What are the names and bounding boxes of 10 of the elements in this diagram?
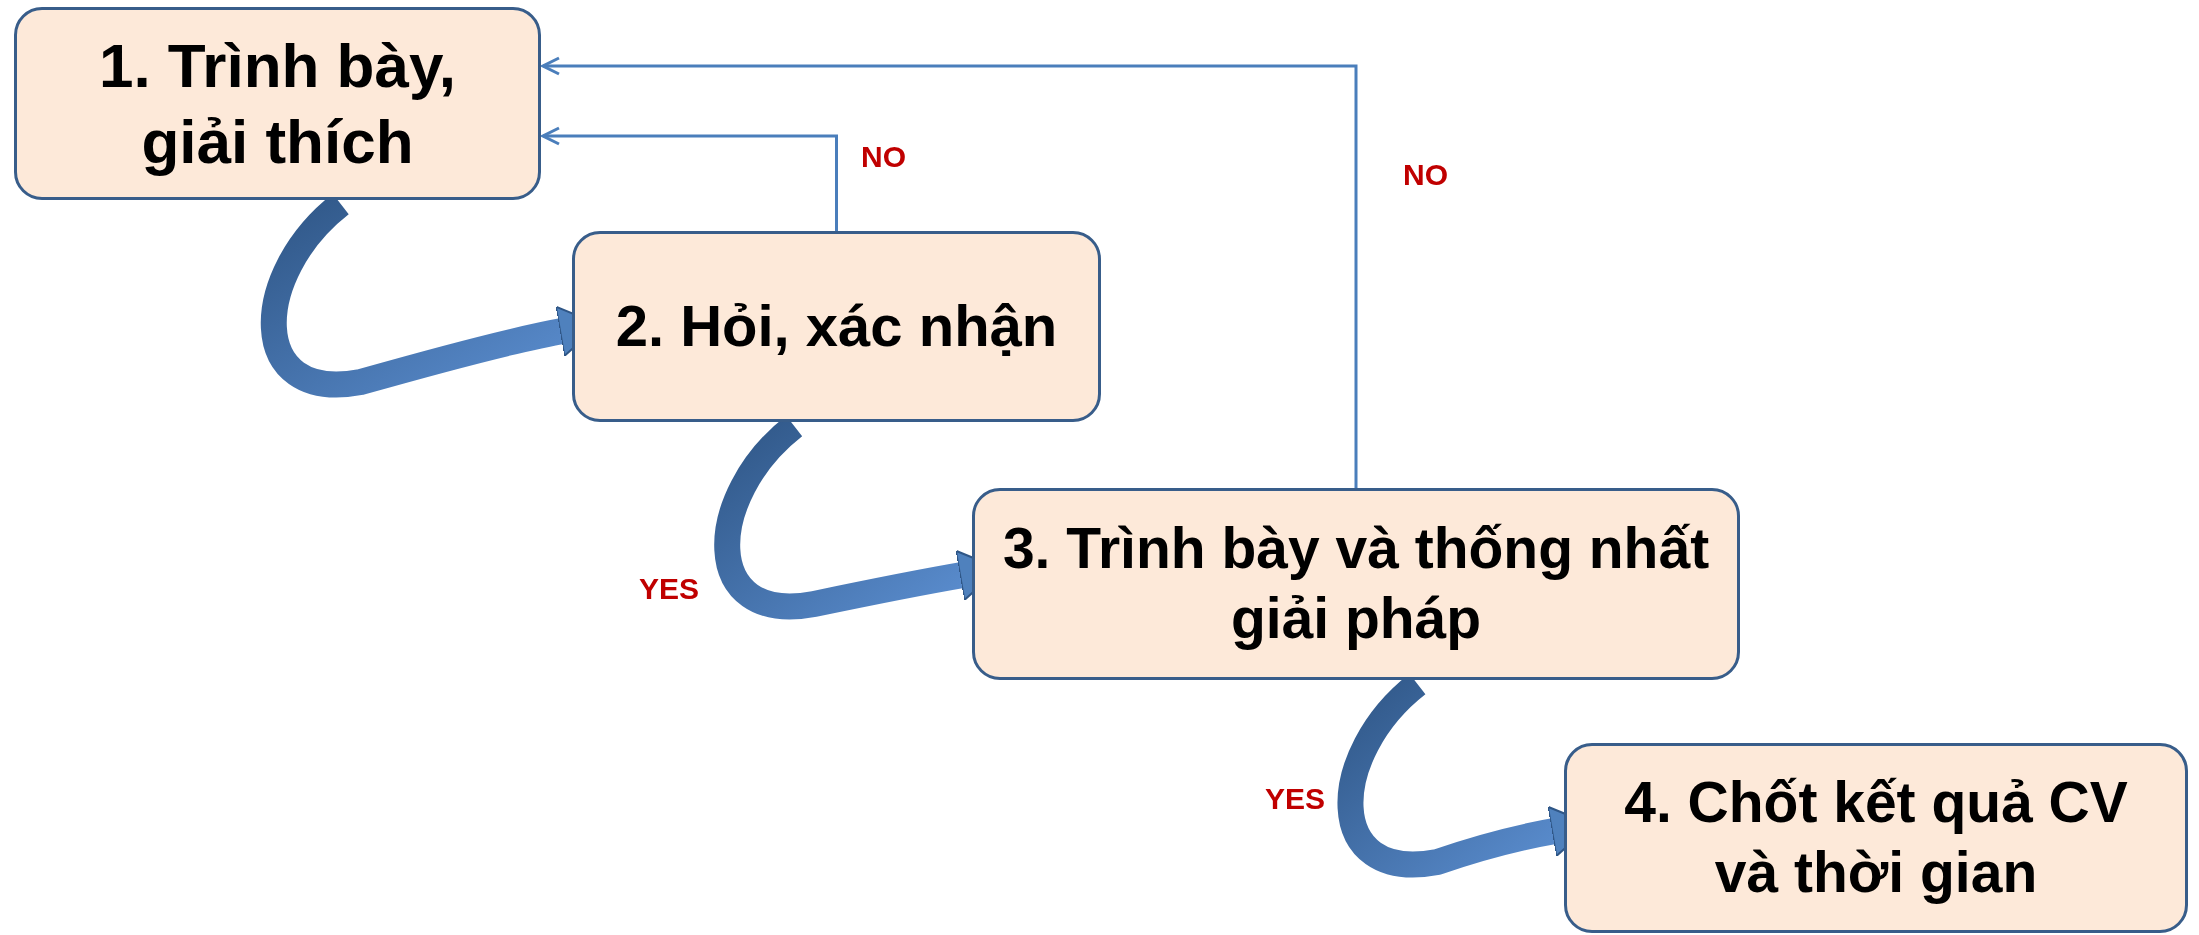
step-text: 1. Trình bày, giải thích [97, 29, 458, 178]
step-text: 3. Trình bày và thống nhất giải pháp [1001, 515, 1711, 652]
step-text: 2. Hỏi, xác nhận [615, 292, 1058, 361]
process-box [14, 7, 541, 200]
process-box [972, 488, 1740, 680]
arrow [541, 56, 1358, 488]
process-box [1564, 743, 2188, 933]
arrow [541, 126, 838, 231]
process-box [572, 231, 1101, 422]
step-text: 4. Chốt kết quả CV và thời gian [1623, 769, 2129, 906]
